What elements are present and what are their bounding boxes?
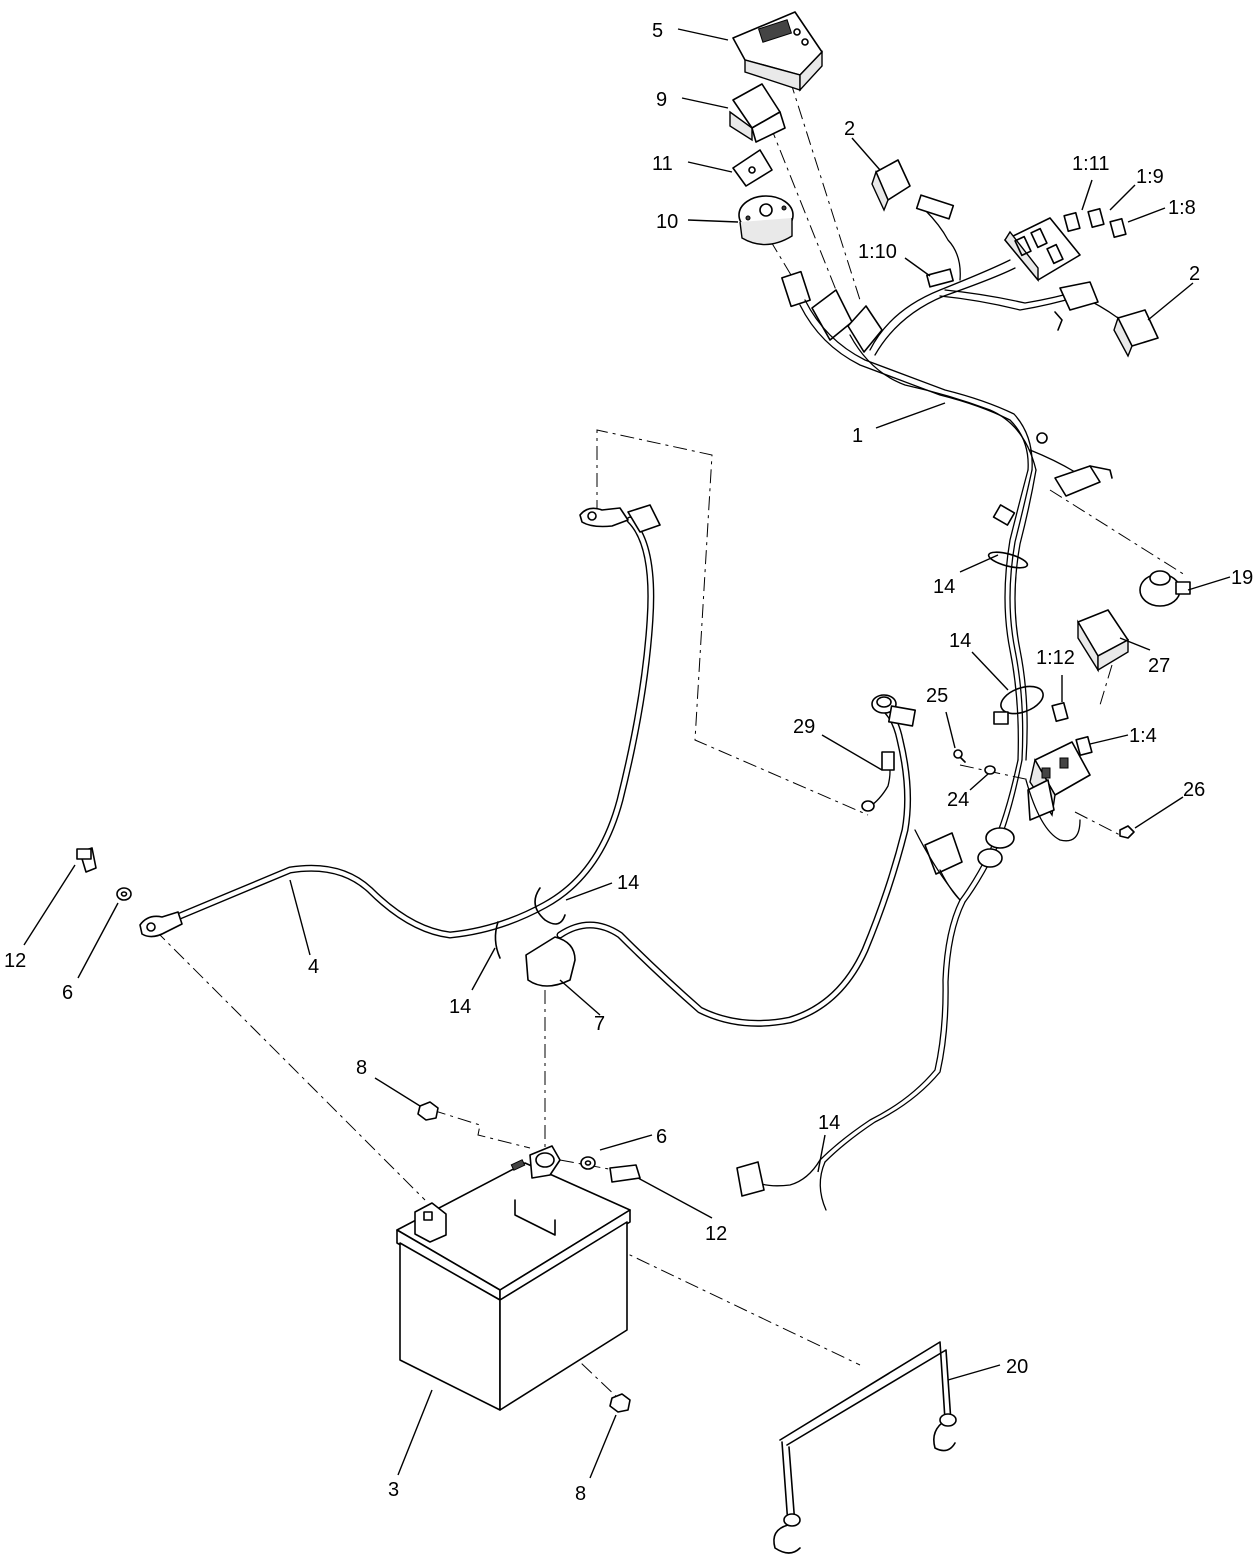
plunger-switch — [1139, 570, 1191, 607]
callout-14-e: 14 — [818, 1112, 840, 1134]
relay — [1077, 609, 1129, 673]
sensor-top — [871, 159, 911, 212]
small-hardware — [953, 749, 1135, 839]
callout-20: 20 — [1006, 1356, 1028, 1378]
callout-6-left: 6 — [62, 982, 73, 1004]
callout-1-11: 1:11 — [1072, 153, 1109, 175]
callout-29: 29 — [793, 716, 815, 738]
ground-wire — [861, 751, 895, 812]
callout-1-9: 1:9 — [1136, 166, 1164, 188]
key-cover — [732, 149, 773, 187]
callout-25: 25 — [926, 685, 948, 707]
callout-12-right: 12 — [705, 1223, 727, 1245]
callout-7: 7 — [594, 1013, 605, 1035]
callout-19: 19 — [1231, 567, 1253, 589]
callout-12-left: 12 — [4, 950, 26, 972]
tie-straps — [987, 551, 1044, 725]
callout-14-c: 14 — [617, 872, 639, 894]
callout-1: 1 — [852, 425, 863, 447]
positive-cable — [494, 694, 917, 1027]
assembly-guide-lines — [154, 79, 1186, 1401]
callout-1-10: 1:10 — [858, 241, 897, 263]
callout-14-d: 14 — [449, 996, 471, 1018]
callout-9: 9 — [656, 89, 667, 111]
callout-8-lower: 8 — [575, 1483, 586, 1505]
callout-27: 27 — [1148, 655, 1170, 677]
rocker-switch — [729, 83, 786, 143]
sensor-right — [1113, 309, 1159, 358]
callout-11: 11 — [652, 153, 673, 175]
callout-14-b: 14 — [949, 630, 971, 652]
terminal-hardware — [76, 847, 641, 1413]
callout-1-12: 1:12 — [1036, 647, 1075, 669]
fuses — [1063, 207, 1127, 239]
callout-5: 5 — [652, 20, 663, 42]
callout-4: 4 — [308, 956, 319, 978]
display-panel — [732, 11, 823, 92]
callout-2-top: 2 — [844, 118, 855, 140]
key-switch — [738, 195, 794, 246]
callout-6-right: 6 — [656, 1126, 667, 1148]
leader-lines — [23, 28, 1231, 1479]
callout-1-4: 1:4 — [1129, 725, 1157, 747]
battery — [396, 1145, 631, 1411]
wire-harness — [736, 194, 1119, 1211]
battery-hold-down — [773, 1341, 957, 1554]
callout-labels: 5 9 11 10 2 1:11 1:9 1:8 1:10 2 1 14 19 … — [4, 20, 1253, 1505]
callout-3: 3 — [388, 1479, 399, 1501]
callout-10: 10 — [656, 211, 678, 233]
fuse-lower — [1051, 701, 1093, 757]
callout-1-8: 1:8 — [1168, 197, 1196, 219]
callout-2-right: 2 — [1189, 263, 1200, 285]
negative-cable — [139, 504, 661, 939]
callout-26: 26 — [1183, 779, 1205, 801]
callout-8-upper: 8 — [356, 1057, 367, 1079]
callout-14-a: 14 — [933, 576, 955, 598]
callout-24: 24 — [947, 789, 969, 811]
